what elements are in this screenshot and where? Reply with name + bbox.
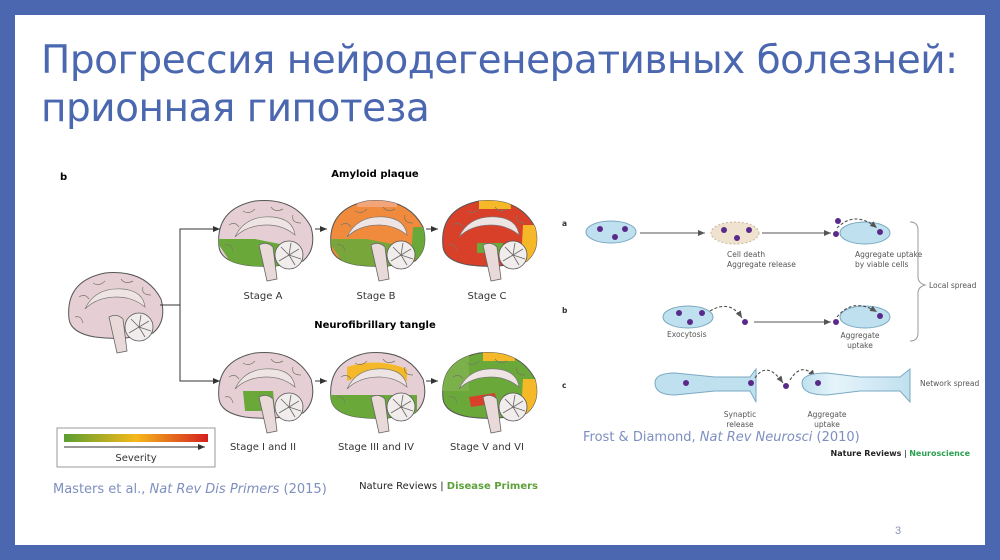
severity-gradient: [64, 434, 208, 442]
title-line-2: прионная гипотеза: [41, 86, 430, 131]
branch-arrows: [160, 226, 438, 384]
amyloid-title: Amyloid plaque: [331, 169, 419, 180]
brain-stage-b: [330, 200, 426, 282]
spread-mechanism-figure: a b c Cell death Aggregate release Aggre…: [562, 218, 979, 458]
slide-title: Прогрессия нейродегенеративных болезней:…: [41, 37, 958, 133]
local-spread-brace: [909, 221, 927, 342]
receiving-cell: [839, 305, 891, 329]
viable-cells-label: by viable cells: [855, 260, 908, 269]
synaptic-label: Synaptic: [724, 410, 756, 419]
aggregate-label: Aggregate: [840, 331, 879, 340]
brain-healthy: [68, 272, 164, 354]
panel-label-a: a: [562, 219, 567, 228]
citation-right: Frost & Diamond, Nat Rev Neurosci (2010): [583, 430, 860, 445]
dead-cell: [710, 221, 760, 245]
secreting-cell: [662, 305, 714, 329]
brain-stage-5-6: [442, 352, 538, 434]
stage-c-label: Stage C: [467, 291, 506, 302]
tangle-title: Neurofibrillary tangle: [314, 320, 436, 331]
stage-b-label: Stage B: [357, 291, 396, 302]
release-label: release: [726, 420, 754, 429]
brain-stage-1-2: [218, 352, 314, 434]
uptake-label: uptake: [847, 341, 873, 350]
aggregate-uptake-label: Aggregate uptake: [855, 250, 923, 259]
title-line-1: Прогрессия нейродегенеративных болезней:: [41, 38, 958, 83]
aggregate-label-c: Aggregate: [807, 410, 846, 419]
journal-credit-right: Nature Reviews | Neuroscience: [831, 449, 971, 458]
cell-death-label: Cell death: [727, 250, 765, 259]
exocytosis-label: Exocytosis: [667, 330, 707, 339]
stage-5-6-label: Stage V and VI: [450, 442, 524, 453]
brain-stage-a: [218, 200, 314, 282]
brain-staging-figure: b Amyloid plaque Neurofibrillary tangle: [56, 169, 538, 492]
panel-label-c: c: [562, 381, 566, 390]
severity-label: Severity: [115, 453, 156, 464]
panel-label-b: b: [60, 172, 67, 183]
figures: b Amyloid plaque Neurofibrillary tangle: [56, 169, 979, 492]
infected-cell: [585, 220, 637, 244]
viable-cell: [839, 221, 891, 245]
network-spread-label: Network spread: [920, 379, 979, 388]
severity-legend: Severity: [56, 427, 216, 468]
brain-stage-3-4: [330, 352, 426, 434]
local-spread-label: Local spread: [929, 281, 977, 290]
panel-label-b: b: [562, 306, 568, 315]
journal-credit-left: Nature Reviews | Disease Primers: [359, 481, 538, 492]
stage-3-4-label: Stage III and IV: [338, 442, 414, 453]
postsynaptic-neuron: [801, 367, 911, 404]
slide: Прогрессия нейродегенеративных болезней:…: [15, 15, 985, 545]
aggregate-release-label: Aggregate release: [727, 260, 796, 269]
uptake-label-c: uptake: [814, 420, 840, 429]
brain-stage-c: [442, 200, 538, 282]
presynaptic-neuron: [654, 367, 757, 403]
stage-a-label: Stage A: [244, 291, 283, 302]
stage-1-2-label: Stage I and II: [230, 442, 296, 453]
citation-left: Masters et al., Nat Rev Dis Primers (201…: [53, 482, 327, 497]
page-number: 3: [895, 525, 902, 537]
